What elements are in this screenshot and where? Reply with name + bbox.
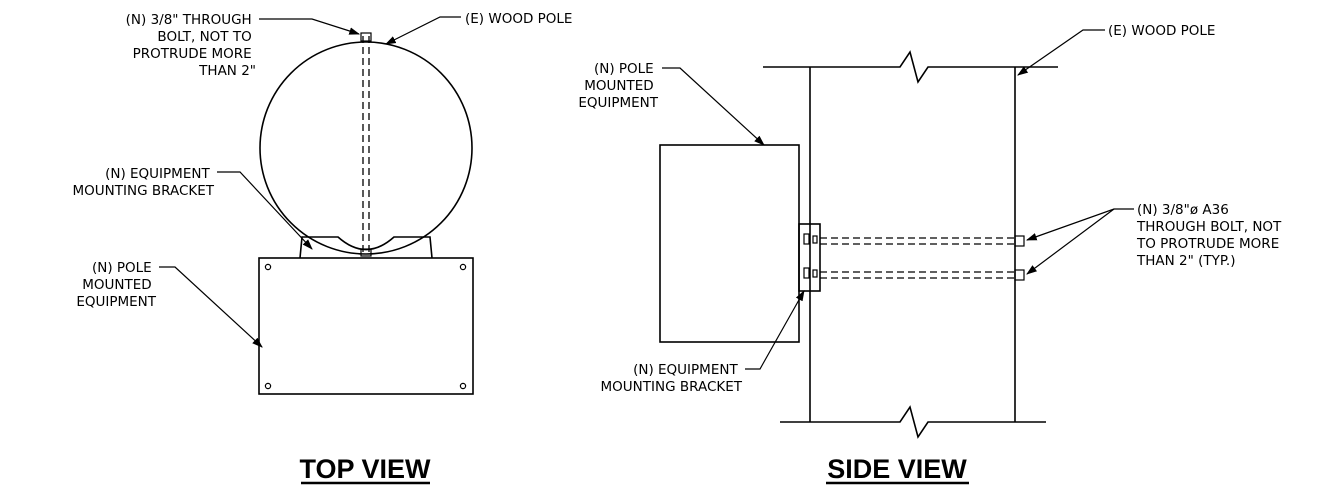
leader-side-wood-pole bbox=[1017, 29, 1105, 76]
leader-top-through-bolt bbox=[259, 18, 361, 35]
label-top-bracket: (N) EQUIPMENT MOUNTING BRACKET bbox=[73, 166, 215, 199]
title-top-view: TOP VIEW bbox=[299, 454, 431, 484]
wood-pole-circle bbox=[259, 41, 473, 255]
top-equipment-box bbox=[258, 257, 474, 395]
leader-side-equipment bbox=[662, 67, 765, 146]
label-top-wood-pole: (E) WOOD POLE bbox=[465, 11, 572, 27]
leader-top-bracket bbox=[217, 171, 313, 250]
leader-top-equipment bbox=[159, 266, 263, 348]
label-side-wood-pole: (E) WOOD POLE bbox=[1108, 23, 1215, 39]
leader-side-bracket bbox=[745, 290, 805, 370]
side-equipment-box bbox=[659, 144, 800, 343]
leader-side-bolt-upper bbox=[1025, 208, 1134, 241]
title-side-view: SIDE VIEW bbox=[827, 454, 967, 484]
top-mounting-bracket bbox=[299, 236, 433, 259]
label-side-bracket: (N) EQUIPMENT MOUNTING BRACKET bbox=[601, 362, 743, 395]
label-side-through-bolt: (N) 3/8"ø A36 THROUGH BOLT, NOT TO PROTR… bbox=[1136, 202, 1286, 269]
label-side-equipment: (N) POLE MOUNTED EQUIPMENT bbox=[578, 61, 658, 111]
side-bracket-bolt-heads bbox=[803, 233, 818, 279]
side-mounting-bracket bbox=[798, 223, 821, 292]
side-view: (E) WOOD POLE (N) POLE MOUNTED EQUIPMENT… bbox=[578, 23, 1286, 485]
top-through-bolt bbox=[360, 32, 372, 257]
top-view: (N) 3/8" THROUGH BOLT, NOT TO PROTRUDE M… bbox=[73, 11, 572, 485]
leader-top-wood-pole bbox=[385, 16, 461, 45]
equipment-screws bbox=[264, 263, 467, 390]
leader-side-bolt-lower bbox=[1026, 208, 1115, 275]
label-top-equipment: (N) POLE MOUNTED EQUIPMENT bbox=[76, 260, 156, 310]
label-top-through-bolt: (N) 3/8" THROUGH BOLT, NOT TO PROTRUDE M… bbox=[126, 12, 256, 79]
side-through-bolts bbox=[820, 235, 1025, 281]
